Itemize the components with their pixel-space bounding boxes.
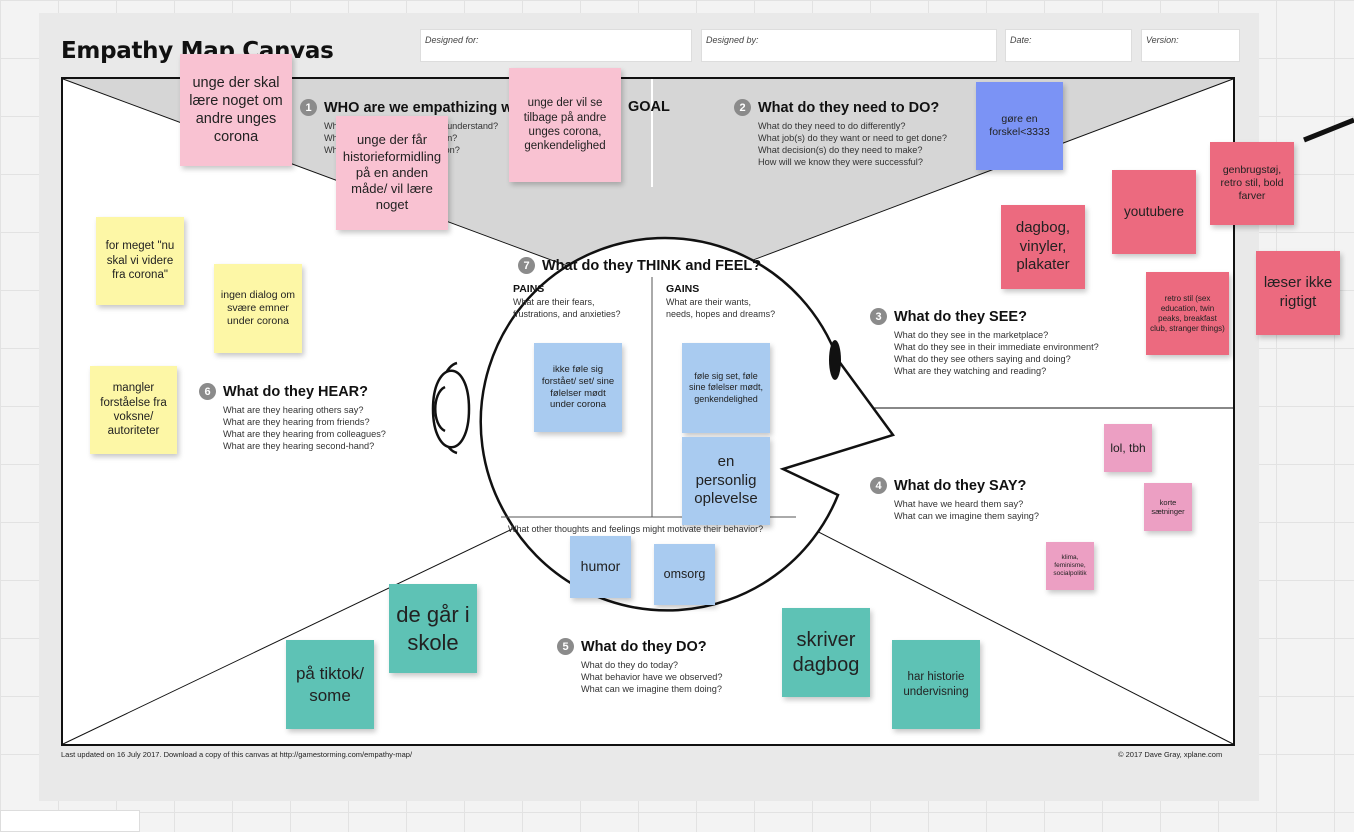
who-number: 1 xyxy=(300,99,317,116)
do-need-q2: What job(s) do they want or need to get … xyxy=(758,133,947,143)
sticky-note[interactable]: læser ikke rigtigt xyxy=(1256,251,1340,335)
see-q2: What do they see in their immediate envi… xyxy=(894,342,1099,352)
do-title: What do they DO? xyxy=(581,638,707,655)
hear-title: What do they HEAR? xyxy=(223,383,368,400)
other-thoughts-label: What other thoughts and feelings might m… xyxy=(508,524,764,534)
sticky-note[interactable]: unge der skal lære noget om andre unges … xyxy=(180,54,292,166)
bottom-panel-tab[interactable] xyxy=(0,810,140,832)
hear-number: 6 xyxy=(199,383,216,400)
designed-by-label: Designed by: xyxy=(706,35,759,45)
section-hear: 6 What do they HEAR? What are they hearin… xyxy=(199,383,386,452)
hear-q3: What are they hearing from colleagues? xyxy=(223,429,386,439)
footer-left: Last updated on 16 July 2017. Download a… xyxy=(61,750,413,759)
sticky-note[interactable]: ikke føle sig forstået/ set/ sine følels… xyxy=(534,343,622,432)
think-title: What do they THINK and FEEL? xyxy=(542,257,762,274)
gains-q1: What are their wants, xyxy=(666,297,752,307)
sticky-note[interactable]: dagbog, vinyler, plakater xyxy=(1001,205,1085,289)
do-number: 5 xyxy=(557,638,574,655)
pains-column: PAINS What are their fears,frustrations,… xyxy=(513,283,621,320)
designed-for-label: Designed for: xyxy=(425,35,479,45)
section-think-feel: 7 What do they THINK and FEEL? xyxy=(518,257,761,274)
see-q1: What do they see in the marketplace? xyxy=(894,330,1049,340)
hear-q1: What are they hearing others say? xyxy=(223,405,364,415)
section-say: 4 What do they SAY? What have we heard th… xyxy=(870,477,1039,522)
pains-title: PAINS xyxy=(513,283,545,295)
hear-q2: What are they hearing from friends? xyxy=(223,417,370,427)
say-number: 4 xyxy=(870,477,887,494)
section-goal: GOAL xyxy=(628,99,670,115)
sticky-note[interactable]: omsorg xyxy=(654,544,715,605)
version-field[interactable]: Version: xyxy=(1141,29,1240,62)
say-q2: What can we imagine them saying? xyxy=(894,511,1040,521)
who-title: WHO are we empathizing with? xyxy=(324,99,540,116)
do-need-q4: How will we know they were successful? xyxy=(758,157,923,167)
see-title: What do they SEE? xyxy=(894,308,1027,325)
other-thoughts: What other thoughts and feelings might m… xyxy=(508,522,763,536)
do-q3: What can we imagine them doing? xyxy=(581,684,722,694)
sticky-note[interactable]: unge der får historieformidling på en an… xyxy=(336,116,448,230)
sticky-note[interactable]: gøre en forskel<3333 xyxy=(976,82,1063,170)
pains-q2: frustrations, and anxieties? xyxy=(513,308,621,319)
sticky-note[interactable]: for meget "nu skal vi videre fra corona" xyxy=(96,217,184,305)
sticky-note[interactable]: youtubere xyxy=(1112,170,1196,254)
sticky-note[interactable]: mangler forståelse fra voksne/ autoritet… xyxy=(90,366,177,454)
version-label: Version: xyxy=(1146,35,1179,45)
sticky-note[interactable]: ingen dialog om svære emner under corona xyxy=(214,264,302,353)
see-q3: What do they see others saying and doing… xyxy=(894,354,1071,364)
sticky-note[interactable]: på tiktok/ some xyxy=(286,640,374,729)
date-label: Date: xyxy=(1010,35,1032,45)
footer-right: © 2017 Dave Gray, xplane.com xyxy=(1118,750,1223,759)
designed-by-field[interactable]: Designed by: xyxy=(701,29,997,62)
section-do: 5 What do they DO? What do they do today?… xyxy=(557,638,722,695)
hear-q4: What are they hearing second-hand? xyxy=(223,441,375,451)
date-field[interactable]: Date: xyxy=(1005,29,1132,62)
sticky-note[interactable]: har historie undervisning xyxy=(892,640,980,729)
sticky-note[interactable]: retro stil (sex education, twin peaks, b… xyxy=(1146,272,1229,355)
do-need-title: What do they need to DO? xyxy=(758,99,940,116)
sticky-note[interactable]: genbrugstøj, retro stil, bold farver xyxy=(1210,142,1294,225)
see-number: 3 xyxy=(870,308,887,325)
do-need-number: 2 xyxy=(734,99,751,116)
sticky-note[interactable]: føle sig set, føle sine følelser mødt, g… xyxy=(682,343,770,433)
sticky-note[interactable]: lol, tbh xyxy=(1104,424,1152,472)
gains-column: GAINS What are their wants,needs, hopes … xyxy=(666,283,775,320)
say-q1: What have we heard them say? xyxy=(894,499,1024,509)
gains-q2: needs, hopes and dreams? xyxy=(666,308,776,319)
see-q4: What are they watching and reading? xyxy=(894,366,1047,376)
sticky-note[interactable]: korte sætninger xyxy=(1144,483,1192,531)
designed-for-field[interactable]: Designed for: xyxy=(420,29,692,62)
sticky-note[interactable]: de går i skole xyxy=(389,584,477,673)
do-need-q1: What do they need to do differently? xyxy=(758,121,906,131)
sticky-note[interactable]: unge der vil se tilbage på andre unges c… xyxy=(509,68,621,182)
do-need-q3: What decision(s) do they need to make? xyxy=(758,145,923,155)
sticky-note[interactable]: skriver dagbog xyxy=(782,608,870,697)
sticky-note[interactable]: klima, feminisme, socialpolitik xyxy=(1046,542,1094,590)
say-title: What do they SAY? xyxy=(894,477,1027,494)
gains-title: GAINS xyxy=(666,283,700,295)
sticky-note[interactable]: humor xyxy=(570,536,631,598)
section-do-need: 2 What do they need to DO? What do they n… xyxy=(734,99,947,168)
sticky-note[interactable]: en personlig oplevelse xyxy=(682,437,770,525)
think-number: 7 xyxy=(518,257,535,274)
do-q2: What behavior have we observed? xyxy=(581,672,723,682)
goal-title: GOAL xyxy=(628,99,670,115)
do-q1: What do they do today? xyxy=(581,660,679,670)
section-see: 3 What do they SEE? What do they see in t… xyxy=(870,308,1099,377)
drawn-arrow-line xyxy=(1303,117,1354,143)
pains-q1: What are their fears, xyxy=(513,297,595,307)
